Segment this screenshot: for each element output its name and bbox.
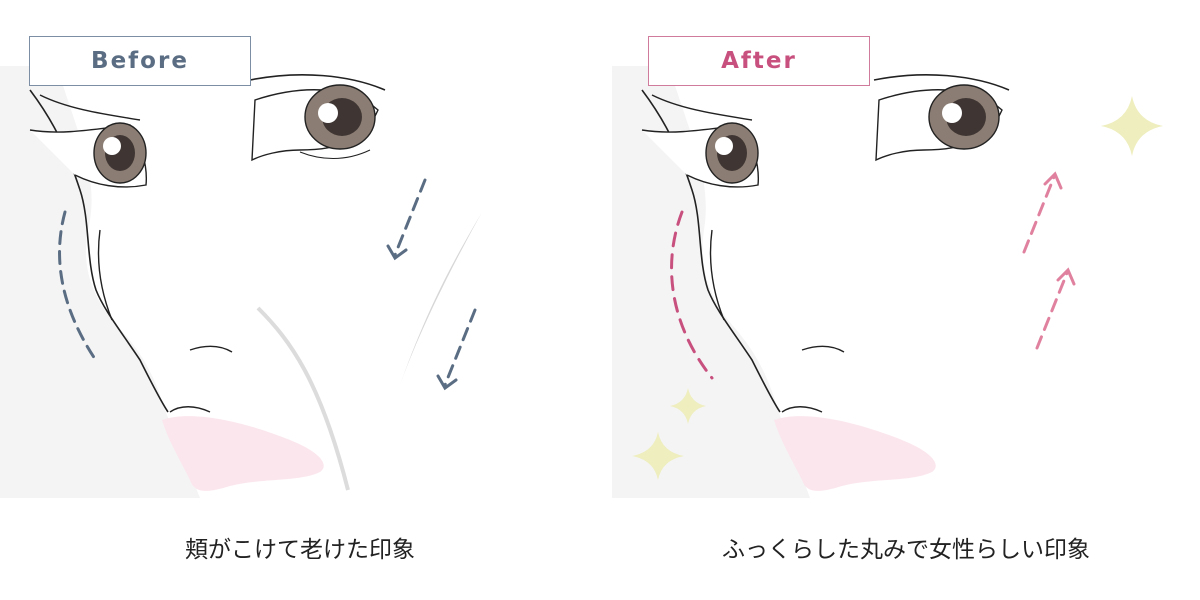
after-panel: After ふっくらした丸みで女性らしい印象 (612, 0, 1200, 600)
nose-bridge (709, 229, 725, 321)
left-eye-highlight (103, 137, 121, 155)
sparkle-icon (632, 432, 684, 480)
face-contour (58, 66, 600, 498)
left-eye-highlight (715, 137, 733, 155)
after-label-box: After (648, 36, 870, 86)
sparkle-icon (1101, 96, 1163, 156)
right-brow-line (873, 74, 1010, 91)
dashed-arrow-down-icon (436, 308, 477, 391)
dashed-arrow-up-icon (1035, 267, 1076, 350)
right-eye-highlight (942, 103, 962, 123)
dashed-arrow-down-icon (386, 178, 427, 261)
lips (774, 416, 936, 491)
dashed-arrow-up-icon (1022, 171, 1063, 254)
sparkle-icon (670, 388, 706, 424)
right-eye-highlight (318, 103, 338, 123)
philtrum (169, 406, 211, 413)
nostril (801, 345, 845, 353)
left-brow-line (39, 94, 141, 121)
nostril (189, 345, 233, 353)
after-label: After (721, 48, 797, 74)
right-brow-line (249, 74, 386, 91)
philtrum (781, 406, 823, 413)
before-panel: Before 頬がこけて老けた印象 (0, 36, 600, 563)
lips (162, 416, 324, 491)
after-caption: ふっくらした丸みで女性らしい印象 (722, 537, 1090, 563)
before-label-box: Before (29, 36, 251, 86)
nasolabial-fold (256, 306, 350, 491)
right-lashes (299, 149, 371, 159)
before-illustration (0, 66, 600, 498)
face-contour (670, 66, 1200, 498)
dashed-arrow-up-icon (670, 210, 714, 380)
before-caption: 頬がこけて老けた印象 (185, 537, 415, 563)
after-illustration (612, 66, 1200, 498)
nose-bridge (97, 229, 113, 321)
left-brow-line (651, 94, 753, 121)
before-label: Before (91, 48, 189, 74)
